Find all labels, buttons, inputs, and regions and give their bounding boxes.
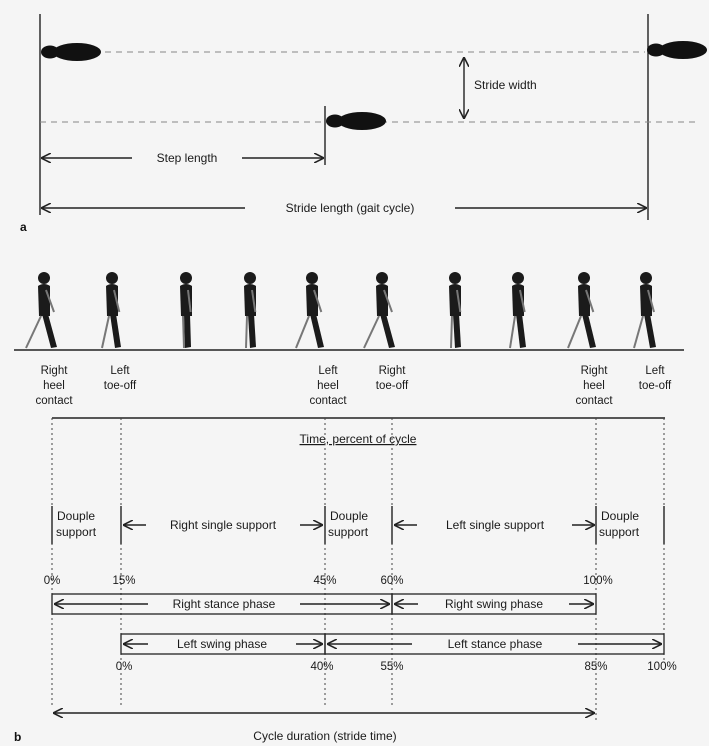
stride-width-label: Stride width bbox=[474, 78, 537, 92]
left-pct-0: 0% bbox=[116, 661, 133, 673]
right-stance-label: Right stance phase bbox=[173, 597, 276, 611]
walking-person-icon bbox=[449, 272, 461, 348]
right-pct-0: 0% bbox=[44, 575, 61, 587]
walking-person-icon bbox=[364, 272, 395, 348]
walking-person-icon bbox=[296, 272, 324, 348]
right-single-support-label: Right single support bbox=[170, 518, 277, 532]
time-axis-title: Time, percent of cycle bbox=[300, 432, 417, 446]
stride-length-label: Stride length (gait cycle) bbox=[286, 201, 415, 215]
walking-person-icon bbox=[180, 272, 192, 348]
cycle-duration-label: Cycle duration (stride time) bbox=[253, 729, 396, 743]
walking-figures bbox=[26, 272, 656, 348]
step-length-label: Step length bbox=[157, 151, 218, 165]
right-swing-label: Right swing phase bbox=[445, 597, 543, 611]
left-stance-label: Left stance phase bbox=[448, 637, 543, 651]
left-swing-label: Left swing phase bbox=[177, 637, 267, 651]
left-pct-85: 85% bbox=[584, 661, 607, 673]
double-support-1-line2: support bbox=[56, 525, 97, 539]
footprint-icon bbox=[647, 41, 707, 59]
double-support-2-line1: Douple bbox=[330, 509, 368, 523]
left-pct-40: 40% bbox=[310, 661, 333, 673]
left-pct-55: 55% bbox=[380, 661, 403, 673]
double-support-3-line2: support bbox=[599, 525, 640, 539]
support-row: Douple support Right single support Doup… bbox=[52, 506, 664, 544]
left-pct-100: 100% bbox=[647, 661, 676, 673]
walking-person-icon bbox=[634, 272, 656, 348]
right-pct-45: 45% bbox=[313, 575, 336, 587]
double-support-2-line2: support bbox=[328, 525, 369, 539]
walking-person-icon bbox=[510, 272, 526, 348]
right-pct-15: 15% bbox=[112, 575, 135, 587]
double-support-3-line1: Douple bbox=[601, 509, 639, 523]
panel-b-label: b bbox=[14, 730, 21, 744]
right-pct-60: 60% bbox=[380, 575, 403, 587]
right-pct-100: 100% bbox=[583, 575, 612, 587]
walking-person-icon bbox=[244, 272, 256, 348]
footprint-icon bbox=[41, 43, 101, 61]
walking-person-icon bbox=[568, 272, 596, 348]
walking-person-icon bbox=[26, 272, 57, 348]
left-single-support-label: Left single support bbox=[446, 518, 545, 532]
panel-a: Stride width Step length Stride length (… bbox=[20, 14, 707, 234]
double-support-1-line1: Douple bbox=[57, 509, 95, 523]
walking-person-icon bbox=[102, 272, 121, 348]
panel-a-label: a bbox=[20, 220, 27, 234]
footprint-icon bbox=[326, 112, 386, 130]
